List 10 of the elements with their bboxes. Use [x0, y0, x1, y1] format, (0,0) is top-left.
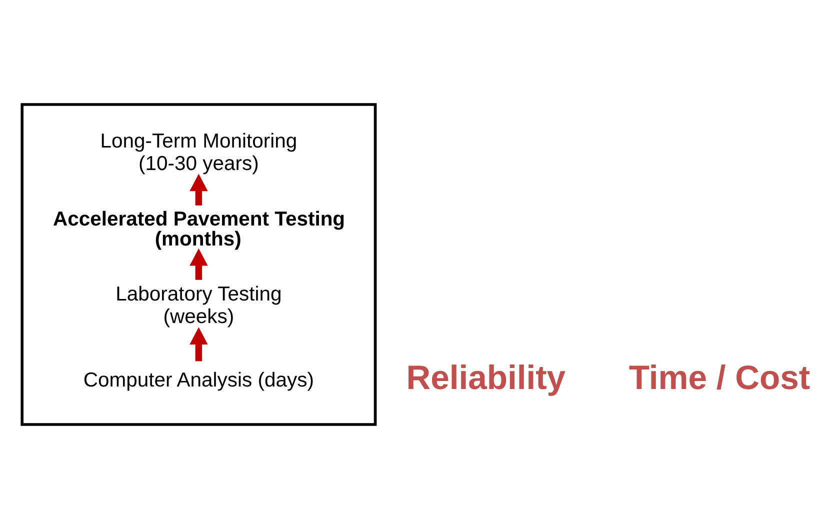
node-text: Computer Analysis (days): [83, 370, 314, 392]
node-text: Laboratory Testing (weeks): [116, 284, 282, 328]
label: Reliability: [406, 359, 566, 398]
cluster: [20, 103, 377, 426]
node-text: Long-Term Monitoring (10-30 years): [100, 130, 298, 176]
node-text: Accelerated Pavement Testing (months): [53, 208, 346, 251]
arrow: [190, 174, 208, 206]
label: Time / Cost: [628, 359, 810, 398]
arrow: [190, 248, 208, 280]
arrow: [190, 327, 208, 362]
